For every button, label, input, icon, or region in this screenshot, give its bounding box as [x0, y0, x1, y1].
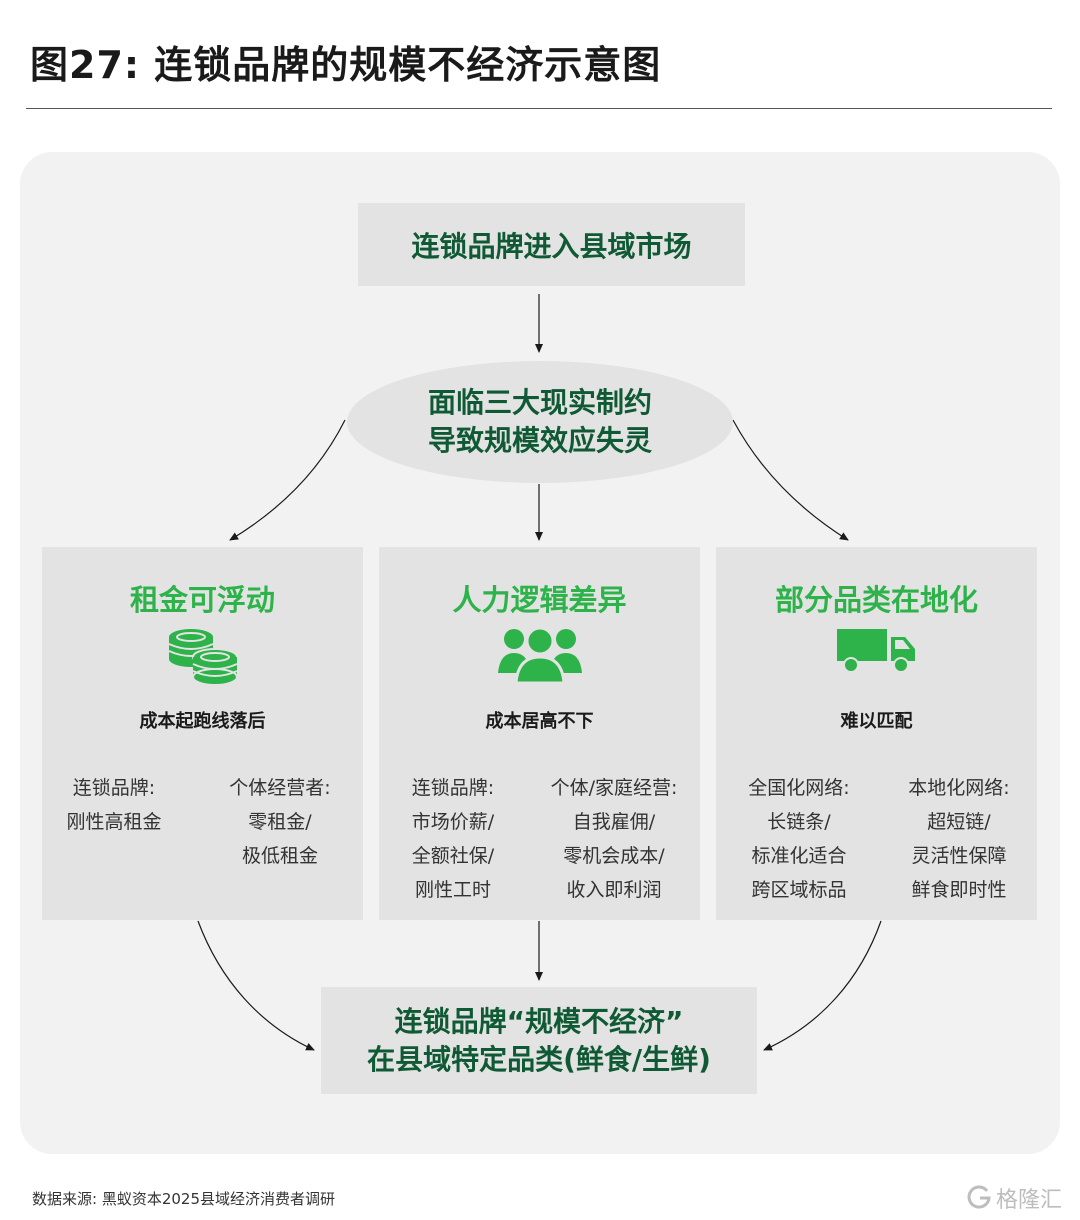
- text-line: 跨区域标品: [751, 879, 847, 901]
- text-line: 连锁品牌:: [411, 777, 495, 799]
- watermark: 格隆汇: [966, 1182, 1062, 1214]
- card-right-text: 个体/家庭经营: 自我雇佣/ 零机会成本/ 收入即利润: [539, 771, 689, 907]
- card-title: 部分品类在地化: [774, 583, 978, 617]
- text-line: 零机会成本/: [563, 845, 665, 867]
- arrow-ellipse-to-right: [732, 419, 849, 541]
- arrow-right-to-bottom: [763, 920, 882, 1051]
- title-divider: [26, 108, 1052, 109]
- factor-card-localization: 部分品类在地化 难以匹配 全国化网络: 长链条/ 标准化适合 跨区域标品 本地化…: [716, 547, 1037, 920]
- text-line: 刚性高租金: [66, 811, 162, 833]
- text-line: 极低租金: [241, 845, 318, 867]
- text-line: 刚性工时: [414, 879, 491, 901]
- text-line: 全额社保/: [411, 845, 495, 867]
- card-right-text: 本地化网络: 超短链/ 灵活性保障 鲜食即时性: [894, 771, 1024, 907]
- factor-card-rent: 租金可浮动 成本起跑线落后 连锁品牌: 刚性高租金 个体经营者: 零租金/ 极: [42, 547, 363, 920]
- factor-card-labor: 人力逻辑差异 成本居高不下 连锁品牌: 市场价薪/ 全额社保/ 刚性工时 个体/…: [379, 547, 700, 920]
- truck-icon: [836, 629, 915, 673]
- text-line: 本地化网络:: [908, 777, 1010, 799]
- entry-box: 连锁品牌进入县域市场: [358, 203, 745, 286]
- text-line: 自我雇佣/: [572, 811, 656, 833]
- card-subtitle: 成本起跑线落后: [139, 711, 266, 732]
- text-line: 长链条/: [767, 811, 831, 833]
- text-line: 市场价薪/: [411, 811, 495, 833]
- text-line: 灵活性保障: [911, 845, 1007, 867]
- card-subtitle: 成本居高不下: [485, 711, 594, 732]
- text-line: 鲜食即时性: [911, 879, 1007, 901]
- arrow-ellipse-to-left: [229, 419, 346, 541]
- ellipse-line-1: 面临三大现实制约: [427, 386, 652, 419]
- coins-icon: [168, 629, 238, 686]
- card-title: 人力逻辑差异: [452, 583, 627, 617]
- outcome-line-2: 在县域特定品类(鲜食/生鲜): [367, 1042, 711, 1076]
- text-line: 收入即利润: [566, 879, 662, 901]
- outcome-line-1: 连锁品牌“规模不经济”: [394, 1004, 684, 1038]
- text-line: 超短链/: [927, 811, 991, 833]
- arrow-left-to-bottom: [197, 920, 315, 1051]
- text-line: 连锁品牌:: [72, 777, 156, 799]
- card-left-text: 全国化网络: 长链条/ 标准化适合 跨区域标品: [734, 771, 864, 907]
- text-line: 全国化网络:: [748, 777, 850, 799]
- card-right-text: 个体经营者: 零租金/ 极低租金: [220, 771, 340, 873]
- card-left-text: 连锁品牌: 刚性高租金: [54, 771, 174, 839]
- people-icon: [497, 627, 582, 683]
- text-line: 零租金/: [248, 811, 312, 833]
- card-title: 租金可浮动: [129, 583, 275, 617]
- page-title: 图27: 连锁品牌的规模不经济示意图: [30, 43, 662, 87]
- constraint-ellipse: 面临三大现实制约 导致规模效应失灵: [347, 361, 733, 483]
- watermark-logo-icon: [967, 1185, 991, 1209]
- text-line: 个体/家庭经营:: [550, 777, 678, 799]
- text-line: 个体经营者:: [229, 777, 331, 799]
- outcome-box: 连锁品牌“规模不经济” 在县域特定品类(鲜食/生鲜): [321, 987, 757, 1094]
- watermark-text: 格隆汇: [996, 1188, 1063, 1213]
- source-note: 数据来源: 黑蚁资本2025县域经济消费者调研: [32, 1190, 335, 1208]
- card-subtitle: 难以匹配: [840, 711, 913, 732]
- ellipse-line-2: 导致规模效应失灵: [427, 424, 652, 457]
- text-line: 标准化适合: [751, 845, 847, 867]
- card-left-text: 连锁品牌: 市场价薪/ 全额社保/ 刚性工时: [393, 771, 513, 907]
